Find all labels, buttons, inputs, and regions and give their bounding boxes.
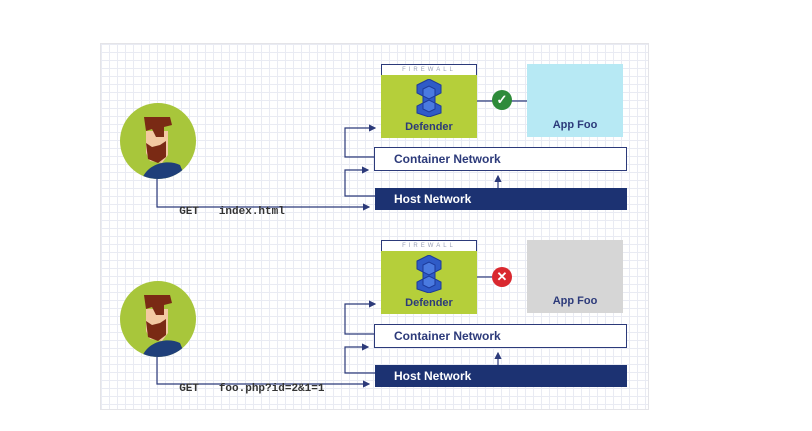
firewall-name: Defender (405, 121, 453, 133)
app-name: App Foo (552, 119, 598, 131)
request-method: GET (179, 206, 200, 218)
firewall-label: FIREWALL (381, 64, 477, 75)
firewall-box: FIREWALL Defender (381, 64, 477, 138)
firewall-box: FIREWALL Defender (381, 240, 477, 314)
defender-cube-icon (416, 255, 442, 293)
firewall-label: FIREWALL (381, 240, 477, 251)
bearded-man-icon (142, 117, 186, 179)
request-method: GET (179, 383, 200, 395)
host-network: Host Network (375, 188, 627, 210)
http-request-2: GET foo.php?id=2&1=1 (166, 371, 324, 395)
request-path: foo.php?id=2&1=1 (218, 383, 325, 395)
container-network: Container Network (374, 147, 627, 171)
firewall-name: Defender (405, 297, 453, 309)
container-network: Container Network (374, 324, 627, 348)
defender-cube-icon (416, 79, 442, 117)
app-box-allowed: App Foo (527, 64, 623, 137)
user-avatar (120, 103, 196, 179)
bearded-man-icon (142, 295, 186, 357)
host-network: Host Network (375, 365, 627, 387)
http-request-1: GET index.html (166, 194, 285, 218)
request-path: index.html (218, 206, 285, 218)
app-name: App Foo (552, 295, 598, 307)
check-icon: ✓ (492, 90, 512, 110)
app-box-blocked: App Foo (527, 240, 623, 313)
user-avatar (120, 281, 196, 357)
x-icon: ✕ (492, 267, 512, 287)
